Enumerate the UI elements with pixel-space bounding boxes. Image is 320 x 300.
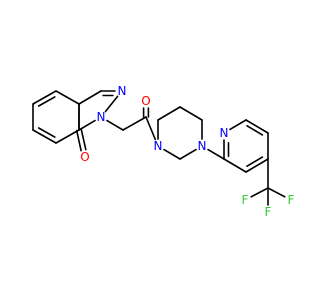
atom-label-f: F [242,193,249,207]
atom-label-n: N [154,139,163,153]
atom-label-n: N [198,139,207,153]
bond-single [267,187,286,198]
bond-single [223,158,247,173]
bond-double-outer [245,158,269,173]
atom-label-n: N [118,84,127,98]
bond-double-inner [246,125,264,136]
bond-single [145,116,157,141]
bond-single [229,119,247,131]
bond-single [179,106,203,121]
bond-double-inner [37,127,56,138]
bond-single [78,119,96,131]
bond-single [55,129,80,144]
bond-single [207,148,225,160]
bond-double-b [80,128,87,151]
bond-double-outer [32,90,57,105]
bond-double-outer [32,129,57,144]
bond-double-inner [37,96,56,107]
atom-label-n: N [97,110,106,124]
bond-single [179,148,197,160]
bond-double-inner [246,156,264,167]
atom-label-o: O [141,94,150,108]
atom-label-o: O [80,150,89,164]
bond-single [157,106,181,121]
bond-single [106,119,124,131]
bonds [32,90,286,206]
bond-single [55,90,80,105]
bond-double-a [75,129,82,152]
bond-double-outer [245,119,269,134]
bond-single [163,148,181,160]
atom-label-f: F [288,193,295,207]
bond-single [104,95,119,113]
bond-single [122,116,147,131]
atom-label-n: N [220,126,229,140]
bond-single [78,90,102,105]
bond-single [250,187,269,198]
atom-label-f: F [265,205,272,219]
